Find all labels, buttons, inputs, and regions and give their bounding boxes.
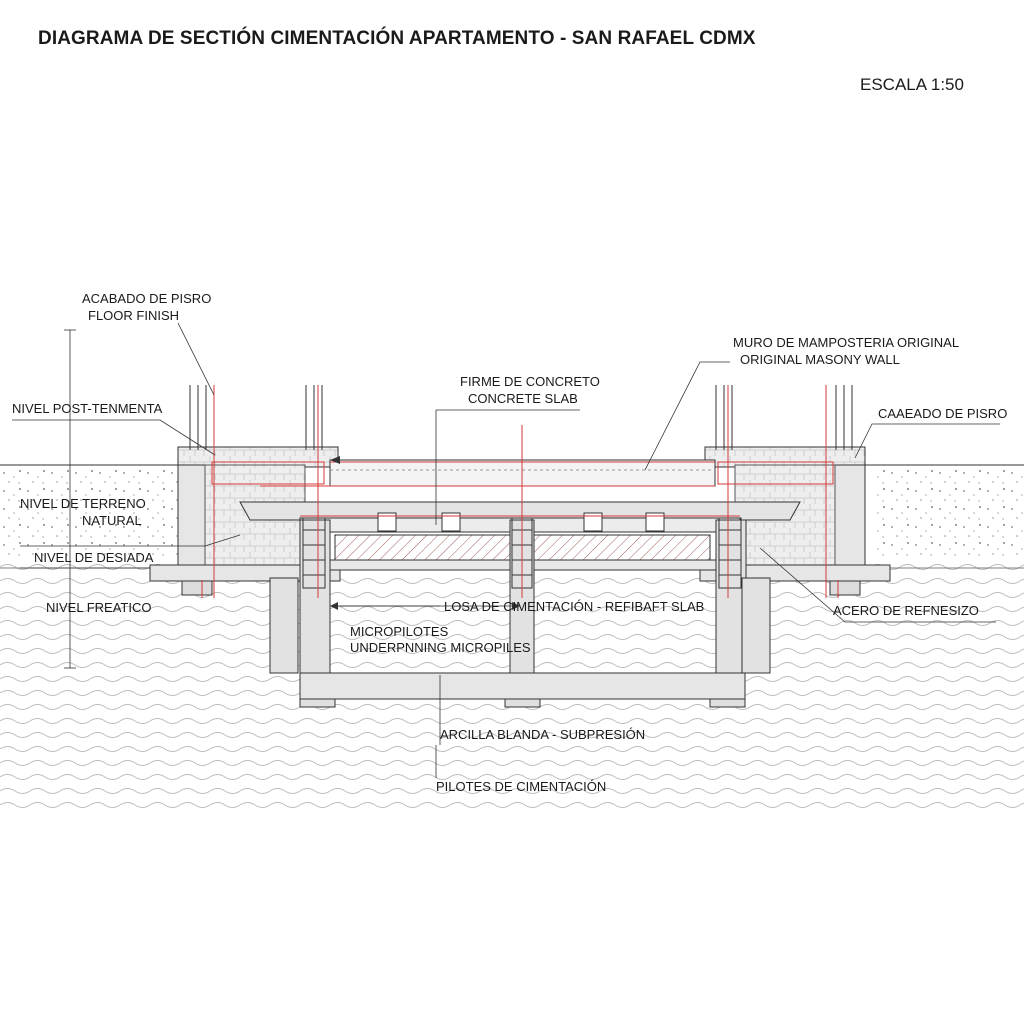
page-title: DIAGRAMA DE SECTIÓN CIMENTACIÓN APARTAME… [38, 28, 756, 49]
label-slab-es: FIRME DE CONCRETO [460, 374, 600, 389]
label-floor-finish-es: ACABADO DE PISRO [82, 291, 211, 306]
label-nivel-freatico: NIVEL FREATICO [46, 600, 151, 615]
rebar-starters [189, 385, 853, 450]
label-acero: ACERO DE REFNESIZO [833, 603, 979, 618]
natural-soil-left [0, 465, 180, 560]
level-dimension-line [64, 329, 76, 669]
label-arcilla: ARCILLA BLANDA - SUBPRESIÓN [440, 727, 645, 742]
label-pilotes: PILOTES DE CIMENTACIÓN [436, 779, 606, 794]
floor-finish-strip-left [211, 461, 325, 485]
label-nivel-terreno-1: NIVEL DE TERRENO [20, 496, 146, 511]
anchor-blocks [377, 512, 665, 532]
label-micro-en: UNDERPNNING MICROPILES [350, 640, 531, 655]
red-reinforcement [201, 385, 839, 598]
label-nivel-terreno-2: NATURAL [82, 513, 142, 528]
label-nivel-post: NIVEL POST-TENMENTA [12, 401, 163, 416]
floor-finish-strip-right [717, 461, 834, 485]
natural-soil-right [875, 465, 1024, 560]
label-micro-es: MICROPILOTES [350, 624, 449, 639]
tie-beam [239, 501, 801, 521]
label-wall-es: MURO DE MAMPOSTERIA ORIGINAL [733, 335, 959, 350]
label-acabado-right: CAAEADO DE PISRO [878, 406, 1007, 421]
label-nivel-desplante: NIVEL DE DESIADA [34, 550, 154, 565]
scale-label: ESCALA 1:50 [860, 75, 964, 94]
label-floor-finish-en: FLOOR FINISH [88, 308, 179, 323]
label-wall-en: ORIGINAL MASONY WALL [740, 352, 900, 367]
label-losa: LOSA DE CIMENTACIÓN - REFIBAFT SLAB [444, 599, 704, 614]
pile-cap-bottom [299, 672, 746, 700]
label-slab-en: CONCRETE SLAB [468, 391, 578, 406]
